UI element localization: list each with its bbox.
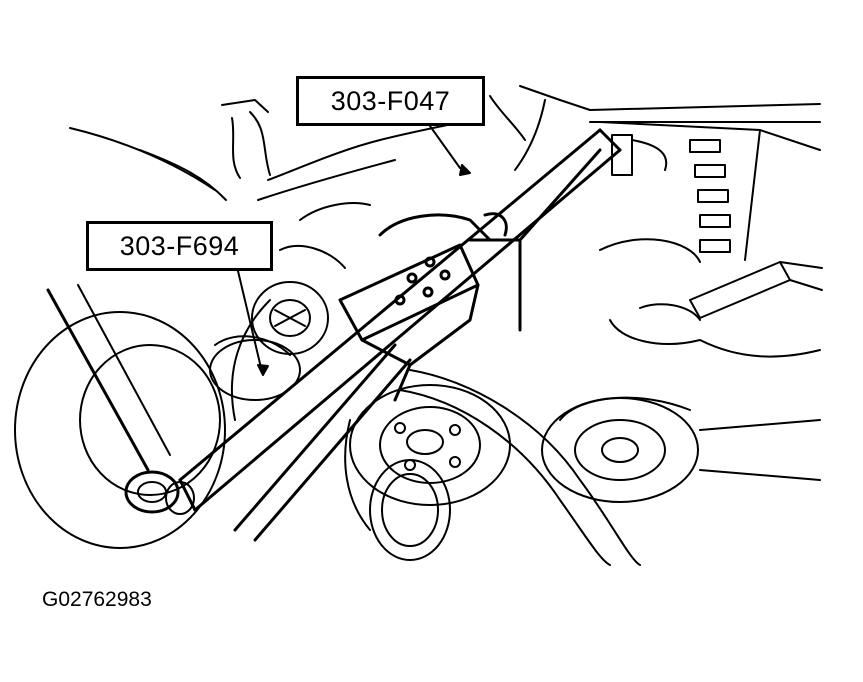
figure-id-caption: G02762983 <box>42 588 152 611</box>
callout-label: 303-F694 <box>119 230 240 261</box>
crank-pulley <box>344 384 511 561</box>
connector-right <box>599 238 823 358</box>
callout-tool-303-F047: 303-F047 <box>296 76 485 126</box>
pulley-right <box>541 396 821 503</box>
background-wiring <box>69 85 591 269</box>
callout-label: 303-F047 <box>330 85 451 116</box>
idler-pulley <box>251 281 329 355</box>
tool-bar-main <box>178 128 622 512</box>
callout-tool-303-F694: 303-F694 <box>86 221 273 271</box>
tool-adapter-block <box>338 213 492 402</box>
tool-handle-rod <box>46 284 195 515</box>
drive-belt <box>231 299 641 566</box>
tool-bar-lower <box>233 343 412 542</box>
pulley-left <box>14 311 301 549</box>
leader-lines <box>237 125 471 376</box>
engine-bracket-right <box>589 103 821 261</box>
